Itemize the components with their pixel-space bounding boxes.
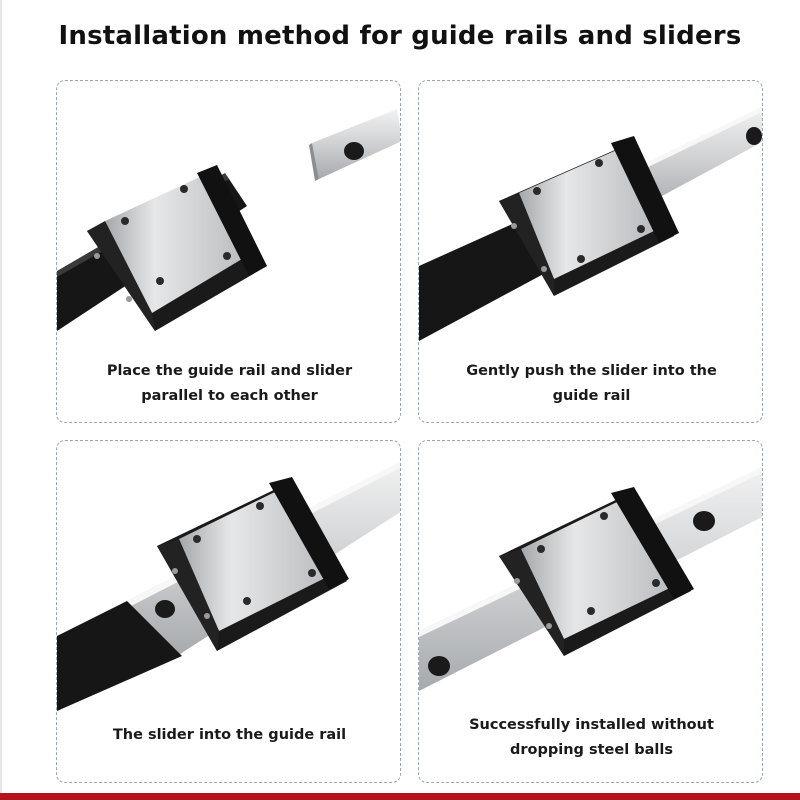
step-1-illustration: [57, 109, 400, 331]
rail-hole-right: [693, 511, 715, 531]
step-2-illustration: [419, 106, 762, 341]
step-1-caption: Place the guide rail and slider parallel…: [106, 363, 353, 404]
black-rail: [419, 221, 549, 341]
black-rail: [57, 601, 182, 711]
step-panel-1: Place the guide rail and slider parallel…: [56, 80, 401, 423]
slider-block: [157, 477, 349, 651]
rail-hole-left: [428, 656, 450, 676]
left-edge-line: [0, 0, 2, 800]
step-4-caption: Successfully installed without dropping …: [469, 717, 714, 758]
step-3-caption: The slider into the guide rail: [112, 727, 347, 743]
step-panel-2: Gently push the slider into the guide ra…: [418, 80, 763, 423]
rail-hole: [344, 142, 364, 160]
slider-block: [499, 487, 694, 656]
step-panel-3: The slider into the guide rail: [56, 440, 401, 783]
step-3-illustration: [57, 462, 400, 711]
rail-hole: [746, 127, 762, 145]
step-panel-4: Successfully installed without dropping …: [418, 440, 763, 783]
step-2-caption: Gently push the slider into the guide ra…: [466, 363, 717, 404]
slider-block: [87, 165, 267, 331]
slider-block: [499, 136, 679, 296]
page-title: Installation method for guide rails and …: [58, 21, 742, 52]
rail-hole: [155, 600, 175, 618]
step-4-illustration: [419, 466, 762, 691]
bottom-accent-bar: [0, 793, 800, 800]
